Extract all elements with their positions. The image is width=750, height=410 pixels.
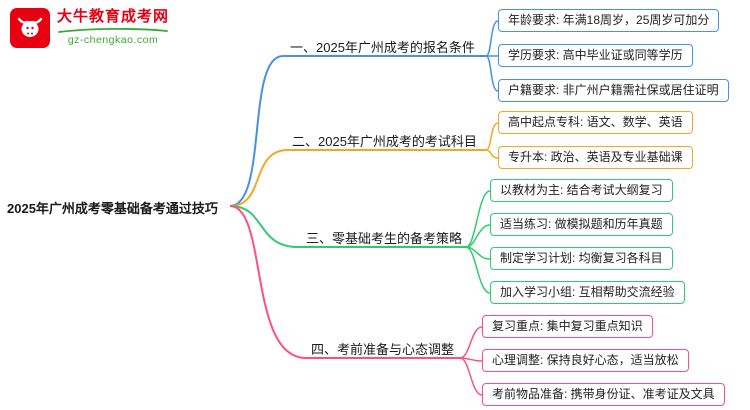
branch-2-label: 二、2025年广州成考的考试科目	[292, 134, 477, 149]
connector-branch-2-leaf-2	[485, 149, 499, 159]
branch-1-label: 一、2025年广州成考的报名条件	[290, 40, 475, 55]
leaf-residence-requirement: 户籍要求: 非广州户籍需社保或居住证明	[498, 79, 729, 102]
site-name: 大牛教育成考网	[57, 8, 170, 25]
connector-branch-1	[229, 55, 486, 207]
leaf-study-group: 加入学习小组: 互相帮助交流经验	[490, 281, 685, 304]
branch-3-label: 三、零基础考生的备考策略	[306, 231, 463, 246]
connector-branch-3-leaf-4	[465, 246, 491, 294]
site-logo[interactable]: 大牛教育成考网 gz-chengkao.com	[10, 8, 169, 48]
leaf-upgrade-subjects: 专升本: 政治、英语及专业基础课	[498, 146, 693, 169]
connector-branch-4-leaf-1	[459, 326, 483, 359]
connector-branch-1-leaf-1	[485, 20, 499, 57]
leaf-highschool-subjects: 高中起点专科: 语文、数学、英语	[498, 111, 693, 134]
connector-branch-2	[229, 149, 486, 207]
logo-text-block: 大牛教育成考网 gz-chengkao.com	[57, 8, 169, 46]
logo-swoosh-icon	[58, 27, 168, 33]
leaf-age-requirement: 年龄要求: 年满18周岁，25周岁可加分	[498, 9, 720, 32]
leaf-education-requirement: 学历要求: 高中毕业证或同等学历	[498, 44, 693, 67]
bull-logo-icon	[10, 8, 50, 48]
leaf-exam-items: 考前物品准备: 携带身份证、准考证及文具	[482, 383, 725, 406]
connector-branch-4	[229, 205, 460, 359]
connector-branch-1-leaf-3	[485, 55, 499, 92]
leaf-textbook-first: 以教材为主: 结合考试大纲复习	[490, 179, 673, 202]
leaf-mental-adjust: 心理调整: 保持良好心态，适当放松	[482, 349, 689, 372]
branch-4-label: 四、考前准备与心态调整	[311, 342, 455, 357]
site-url: gz-chengkao.com	[67, 34, 159, 46]
root-topic: 2025年广州成考零基础备考通过技巧	[7, 201, 218, 216]
connector-branch-3-leaf-1	[465, 190, 491, 248]
connector-branch-4-leaf-3	[459, 357, 483, 396]
leaf-study-plan: 制定学习计划: 均衡复习各科目	[490, 247, 673, 270]
connector-branch-3-leaf-2	[465, 224, 491, 248]
leaf-review-focus: 复习重点: 集中复习重点知识	[482, 315, 653, 338]
connector-branch-3	[229, 205, 466, 248]
leaf-practice: 适当练习: 做模拟题和历年真题	[490, 213, 673, 236]
connector-branch-2-leaf-1	[485, 122, 499, 151]
